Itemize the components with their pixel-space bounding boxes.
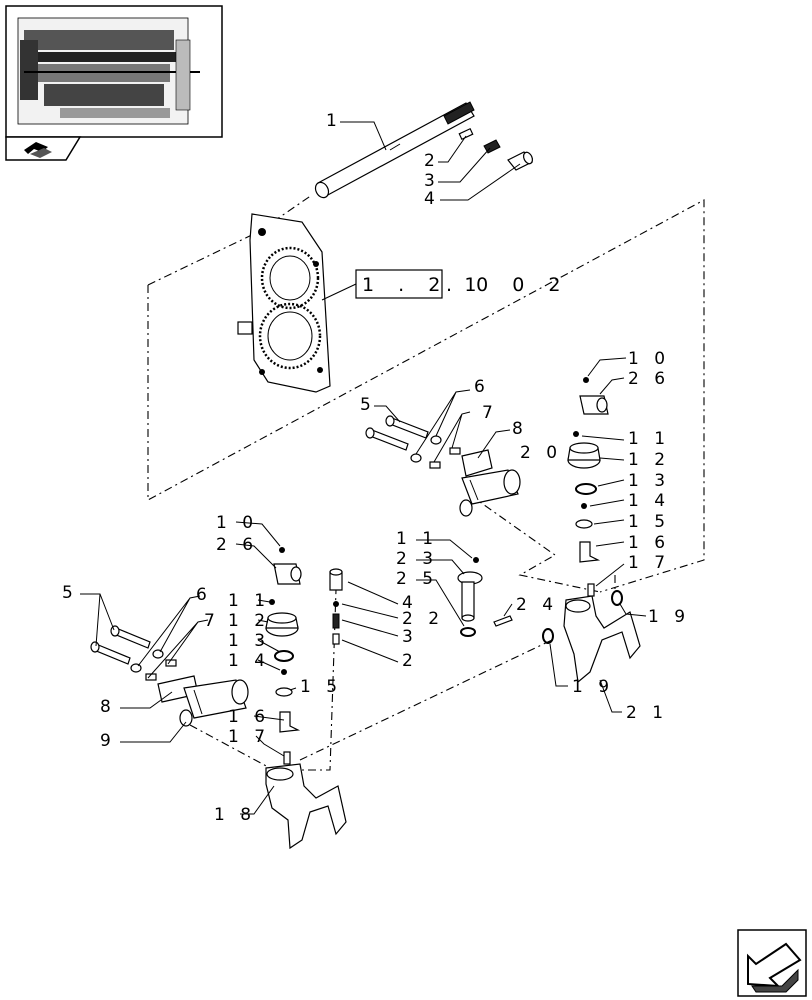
callout-6-upper: 6 <box>474 377 490 397</box>
actuator-cylinder-part-9[interactable] <box>179 679 249 727</box>
callout-9: 9 <box>100 731 116 751</box>
callout-8-lower: 8 <box>100 697 116 717</box>
screw-part-10-upper[interactable] <box>583 377 589 383</box>
callout-11-middle: 1 1 <box>396 529 438 549</box>
spring-part-3-lower[interactable] <box>332 613 340 629</box>
pin-part-24[interactable] <box>493 615 513 627</box>
shift-fork-part-18[interactable] <box>265 763 347 850</box>
cap-part-12-lower[interactable] <box>265 612 299 637</box>
washers-part-6-lower[interactable] <box>130 649 164 673</box>
callout-labels: 1 2 3 4 5 6 7 8 2 0 1 0 2 6 1 1 1 2 1 3 … <box>62 111 690 825</box>
oring-part-13-upper[interactable] <box>575 483 597 495</box>
pin-part-2[interactable] <box>458 127 474 141</box>
callout-14-lower: 1 4 <box>228 651 270 671</box>
plunger-part-4[interactable] <box>507 151 534 171</box>
callout-19-mid: 1 9 <box>572 677 614 697</box>
cover-part-26-lower[interactable] <box>273 563 302 585</box>
callout-26-lower: 2 6 <box>216 535 258 555</box>
washers-part-6-upper[interactable] <box>410 435 442 463</box>
callout-2-lower: 2 <box>402 651 418 671</box>
callout-5-lower: 5 <box>62 583 78 603</box>
callout-11-upper: 1 1 <box>628 429 670 449</box>
pin-part-17-lower[interactable] <box>283 751 291 765</box>
callout-10-upper: 1 0 <box>628 349 670 369</box>
callout-5-upper: 5 <box>360 395 376 415</box>
screw-part-11-middle[interactable] <box>473 557 479 563</box>
assembly-leader-lines <box>147 194 705 771</box>
pin-part-2-lower[interactable] <box>332 633 340 645</box>
callout-12-lower: 1 2 <box>228 611 270 631</box>
callout-2-upper: 2 <box>424 151 440 171</box>
ball-part-14-upper[interactable] <box>581 503 587 509</box>
callout-15-lower: 1 5 <box>300 677 342 697</box>
callout-16-lower: 1 6 <box>228 707 270 727</box>
callout-3-upper: 3 <box>424 171 440 191</box>
pivot-pin-part-23[interactable] <box>457 571 483 622</box>
callout-21: 2 1 <box>626 703 668 723</box>
screw-part-11-lower[interactable] <box>269 599 275 605</box>
callout-26-upper: 2 6 <box>628 369 670 389</box>
oring-part-19-right[interactable] <box>611 590 623 606</box>
oring-part-13-lower[interactable] <box>274 650 294 662</box>
callout-20: 2 0 <box>520 443 562 463</box>
oring-part-25[interactable] <box>460 627 476 637</box>
callout-4-upper: 4 <box>424 189 440 209</box>
callout-22: 2 2 <box>402 609 444 629</box>
callout-18: 1 8 <box>214 805 256 825</box>
section-reference-box[interactable]: 1 . 2 1 . 0 0 2 <box>321 269 569 301</box>
callout-14-upper: 1 4 <box>628 491 670 511</box>
callout-19-right: 1 9 <box>648 607 690 627</box>
shift-rail-part-1[interactable] <box>313 101 475 200</box>
thumbnail-frame[interactable] <box>5 5 223 138</box>
callout-24: 2 4 <box>516 595 558 615</box>
callout-23: 2 3 <box>396 549 438 569</box>
callout-6-lower: 6 <box>196 585 212 605</box>
callout-leaders <box>80 121 647 815</box>
screw-part-11-upper[interactable] <box>573 431 579 437</box>
actuator-cylinder-part-20[interactable] <box>459 469 521 517</box>
bolts-part-5-lower[interactable] <box>90 625 151 665</box>
ball-part-14-lower[interactable] <box>281 669 287 675</box>
callout-3-lower: 3 <box>402 627 418 647</box>
callout-7-upper: 7 <box>482 403 498 423</box>
spring-part-3[interactable] <box>483 139 501 154</box>
transmission-thumbnail-image <box>17 17 200 125</box>
callout-25: 2 5 <box>396 569 438 589</box>
spacers-part-7-upper[interactable] <box>429 447 461 469</box>
plunger-part-4-lower[interactable] <box>329 568 343 591</box>
callout-1: 1 <box>326 111 342 131</box>
callout-11-lower: 1 1 <box>228 591 270 611</box>
washer-part-15-upper[interactable] <box>575 519 593 529</box>
reference-boxed-text: 1 . 2 1 <box>362 274 485 296</box>
callout-13-upper: 1 3 <box>628 471 670 491</box>
detent-part-16-upper[interactable] <box>579 541 601 563</box>
reference-rest-text: . 0 0 2 <box>446 274 569 296</box>
callout-15-upper: 1 5 <box>628 512 670 532</box>
bracket-part-8-upper[interactable] <box>461 449 493 477</box>
callout-17-lower: 1 7 <box>228 727 270 747</box>
shift-fork-part-21[interactable] <box>563 595 641 684</box>
transmission-housing-plate[interactable] <box>237 213 331 393</box>
callout-8-upper: 8 <box>512 419 528 439</box>
callout-16-upper: 1 6 <box>628 533 670 553</box>
screw-part-10-lower[interactable] <box>279 547 285 553</box>
callout-10-lower: 1 0 <box>216 513 258 533</box>
callout-17-upper: 1 7 <box>628 553 670 573</box>
bolts-part-5-upper[interactable] <box>365 415 429 451</box>
detent-part-16-lower[interactable] <box>279 711 301 733</box>
ball-part-22[interactable] <box>333 601 339 607</box>
washer-part-15-lower[interactable] <box>275 687 293 697</box>
previous-page-arrow-icon[interactable] <box>5 136 82 161</box>
next-page-arrow-icon[interactable] <box>737 929 807 997</box>
pin-part-17-upper[interactable] <box>587 583 595 597</box>
oring-part-19-mid[interactable] <box>542 628 554 644</box>
cap-part-12-upper[interactable] <box>567 442 601 469</box>
callout-13-lower: 1 3 <box>228 631 270 651</box>
callout-12-upper: 1 2 <box>628 450 670 470</box>
cover-part-26-upper[interactable] <box>579 395 609 415</box>
callout-7-lower: 7 <box>204 611 220 631</box>
callout-4-lower: 4 <box>402 593 418 613</box>
